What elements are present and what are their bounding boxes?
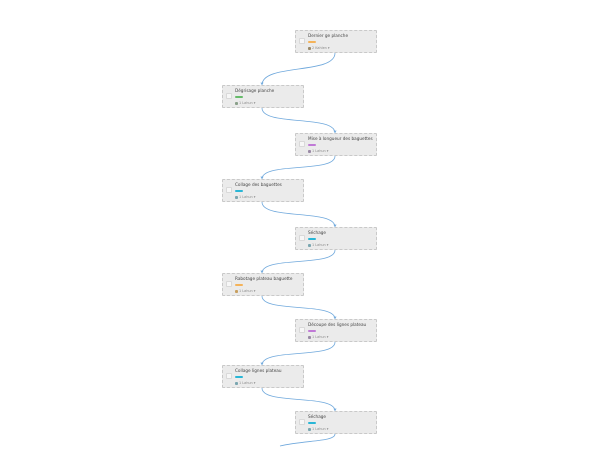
step-assignee[interactable]: 1 Lahun ▾	[235, 101, 255, 105]
user-icon	[308, 335, 311, 339]
step-tag	[308, 330, 316, 332]
step-checkbox[interactable]	[299, 141, 305, 147]
flow-edge	[261, 201, 336, 228]
step-node[interactable]: Découpe des lignes plateau 1 Lahun ▾	[295, 319, 377, 342]
step-assignee-label: 1 Lahun ▾	[239, 101, 256, 105]
user-icon	[308, 243, 311, 247]
step-node[interactable]: Mise à longueur des baguettes 1 Lahun ▾	[295, 133, 377, 156]
step-checkbox[interactable]	[299, 235, 305, 241]
step-assignee[interactable]: 1 Lahun ▾	[308, 427, 328, 431]
step-node[interactable]: Collage des baguettes 1 Lahun ▾	[222, 179, 304, 202]
step-checkbox[interactable]	[226, 373, 232, 379]
step-tag	[308, 41, 316, 43]
step-assignee[interactable]: 1 Lahun ▾	[235, 381, 255, 385]
step-assignee-label: 1 Lahun ▾	[239, 289, 256, 293]
step-title: Découpe des lignes plateau	[308, 322, 367, 327]
step-assignee[interactable]: 1 Lahun ▾	[308, 243, 328, 247]
flow-edge	[261, 249, 336, 274]
flow-edge-outgoing	[279, 433, 336, 447]
step-node[interactable]: Séchage 1 Lahun ▾	[295, 411, 377, 434]
step-checkbox[interactable]	[226, 187, 232, 193]
step-assignee[interactable]: 2 Kahlen ▾	[308, 46, 330, 50]
step-title: Séchage	[308, 230, 326, 235]
step-assignee-label: 1 Lahun ▾	[312, 243, 329, 247]
user-icon	[308, 149, 311, 153]
step-tag	[235, 284, 243, 286]
step-assignee-label: 1 Lahun ▾	[239, 195, 256, 199]
step-assignee-label: 1 Lahun ▾	[312, 427, 329, 431]
step-title: Séchage	[308, 414, 326, 419]
step-title: Mise à longueur des baguettes	[308, 136, 373, 141]
step-tag	[235, 376, 243, 378]
user-icon	[308, 427, 311, 431]
step-checkbox[interactable]	[226, 93, 232, 99]
step-tag	[235, 96, 243, 98]
step-assignee[interactable]: 1 Lahun ▾	[308, 335, 328, 339]
flow-edge	[261, 52, 336, 86]
user-icon	[235, 101, 238, 105]
step-title: Rabotage plateau baguette	[235, 276, 293, 281]
step-title: Dégrisage planche	[235, 88, 275, 93]
step-node[interactable]: Séchage 1 Lahun ▾	[295, 227, 377, 250]
flow-edge	[261, 341, 336, 366]
step-tag	[308, 144, 316, 146]
step-node[interactable]: Dégrisage planche 1 Lahun ▾	[222, 85, 304, 108]
step-tag	[308, 422, 316, 424]
step-assignee-label: 1 Lahun ▾	[312, 335, 329, 339]
step-checkbox[interactable]	[299, 419, 305, 425]
flow-edge	[261, 155, 336, 180]
step-node[interactable]: Collage lignes plateau 1 Lahun ▾	[222, 365, 304, 388]
step-checkbox[interactable]	[299, 327, 305, 333]
step-tag	[235, 190, 243, 192]
step-assignee[interactable]: 1 Lahun ▾	[308, 149, 328, 153]
user-icon	[308, 46, 311, 50]
step-title: Collage des baguettes	[235, 182, 282, 187]
step-node[interactable]: Rabotage plateau baguette 1 Lahun ▾	[222, 273, 304, 296]
flow-edge	[261, 107, 336, 134]
step-checkbox[interactable]	[226, 281, 232, 287]
user-icon	[235, 289, 238, 293]
step-assignee-label: 1 Lahun ▾	[312, 149, 329, 153]
step-assignee[interactable]: 1 Lahun ▾	[235, 289, 255, 293]
step-checkbox[interactable]	[299, 38, 305, 44]
user-icon	[235, 381, 238, 385]
step-assignee-label: 1 Lahun ▾	[239, 381, 256, 385]
step-node[interactable]: Dernier ge planche 2 Kahlen ▾	[295, 30, 377, 53]
step-assignee[interactable]: 1 Lahun ▾	[235, 195, 255, 199]
flow-edge	[261, 295, 336, 320]
step-tag	[308, 238, 316, 240]
user-icon	[235, 195, 238, 199]
step-title: Dernier ge planche	[308, 33, 349, 38]
step-assignee-label: 2 Kahlen ▾	[312, 46, 330, 50]
flow-edge	[261, 387, 336, 412]
step-title: Collage lignes plateau	[235, 368, 282, 373]
